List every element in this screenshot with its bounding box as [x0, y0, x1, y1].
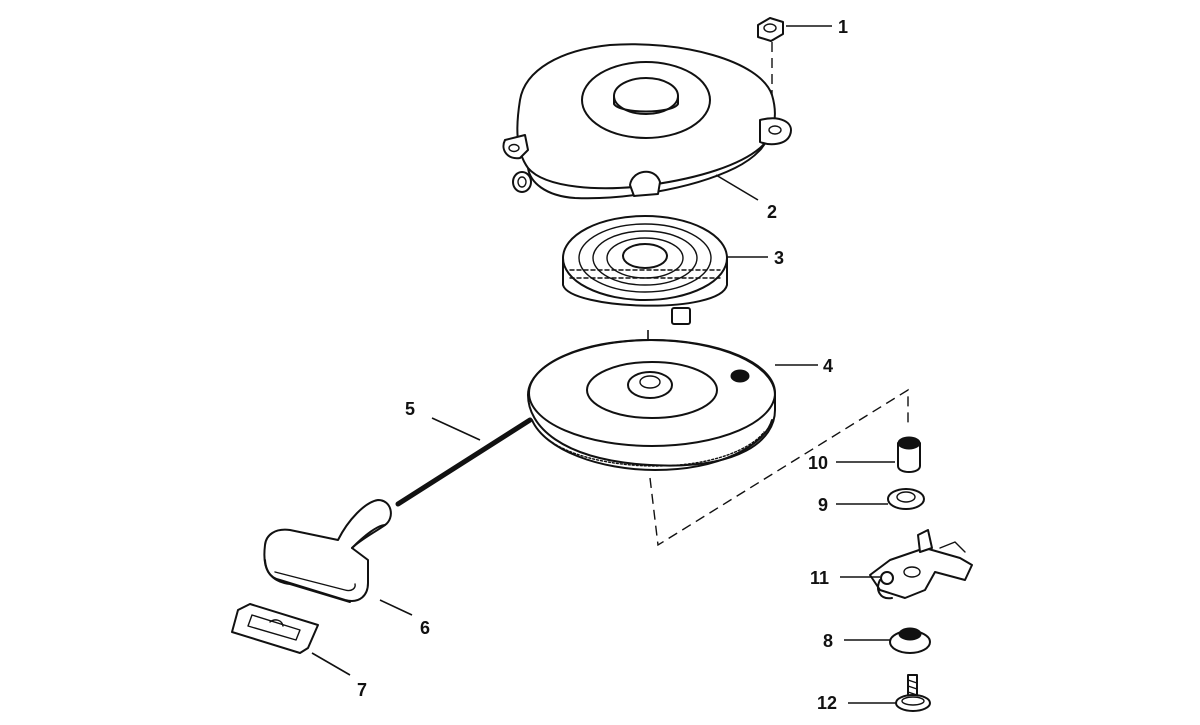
rewind-pulley	[527, 339, 776, 471]
callout-7: 7	[357, 680, 367, 700]
callout-4: 4	[823, 356, 833, 376]
callout-11: 11	[810, 568, 829, 588]
starter-rope	[395, 417, 533, 507]
rope-handle	[263, 499, 392, 603]
callout-1: 1	[838, 17, 848, 37]
callout-2: 2	[767, 202, 777, 222]
callout-10: 10	[808, 453, 828, 473]
callout-9: 9	[818, 495, 828, 515]
recoil-spring	[562, 215, 728, 378]
spring-washer	[889, 627, 931, 654]
washer	[887, 488, 925, 510]
callout-6: 6	[420, 618, 430, 638]
callout-3: 3	[774, 248, 784, 268]
hex-nut	[757, 17, 784, 118]
pawl-lever	[869, 529, 973, 600]
leader-lines	[311, 25, 896, 704]
bushing	[897, 436, 921, 473]
rope-retainer	[231, 603, 319, 654]
assembly-line	[649, 388, 909, 547]
callout-8: 8	[823, 631, 833, 651]
callout-5: 5	[405, 399, 415, 419]
shoulder-screw	[895, 674, 931, 712]
callout-12: 12	[817, 693, 837, 713]
starter-housing	[502, 43, 792, 200]
